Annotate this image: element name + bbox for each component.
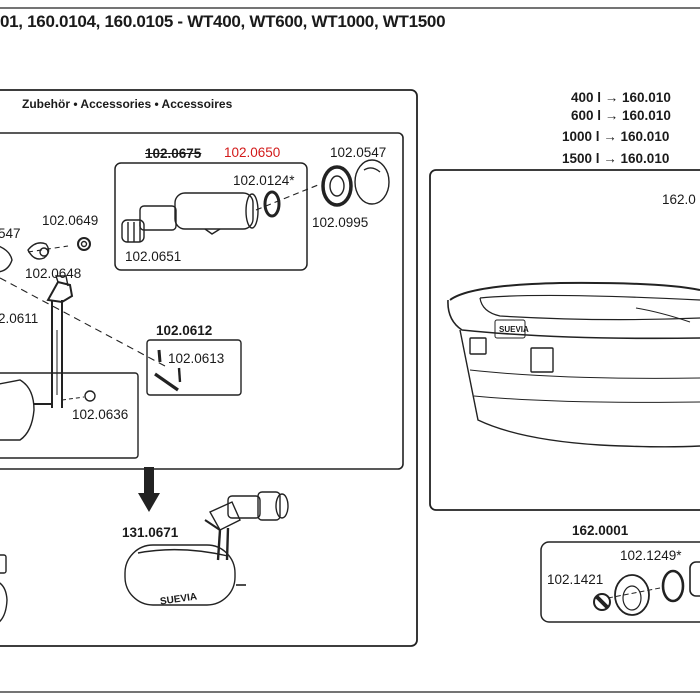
page-title: 01, 160.0104, 160.0105 - WT400, WT600, W… xyxy=(0,12,446,31)
part-102-1421-label: 102.1421 xyxy=(547,572,604,587)
part-102-0995-label: 102.0995 xyxy=(312,215,369,230)
part-102-0124-label: 102.0124* xyxy=(233,173,295,188)
tank-brand-label: SUEVIA xyxy=(499,325,529,334)
part-102-0650-label: 102.0650 xyxy=(224,145,281,160)
part-102-0648-label: 102.0648 xyxy=(25,266,82,281)
accessories-title: Zubehör • Accessories • Accessoires xyxy=(22,97,233,111)
part-162-right-label: 162.0 xyxy=(662,192,696,207)
part-0611-label: 2.0611 xyxy=(0,311,39,326)
volume-600: 600 l → 160.010 xyxy=(571,108,671,123)
part-102-0649-label: 102.0649 xyxy=(42,213,99,228)
part-102-1249-label: 102.1249* xyxy=(620,548,682,563)
part-102-0613-label: 102.0613 xyxy=(168,351,225,366)
part-102-0547-top-label: 102.0547 xyxy=(330,145,387,160)
part-102-0675-label: 102.0675 xyxy=(145,146,202,161)
volume-400: 400 l → 160.010 xyxy=(571,90,671,105)
part-102-0651-label: 102.0651 xyxy=(125,249,182,264)
part-162-0001-label: 162.0001 xyxy=(572,523,629,538)
volume-1500: 1500 l → 160.010 xyxy=(562,151,670,166)
part-131-0671-label: 131.0671 xyxy=(122,525,179,540)
part-102-0636-label: 102.0636 xyxy=(72,407,129,422)
volume-1000: 1000 l → 160.010 xyxy=(562,129,670,144)
part-102-0612-label: 102.0612 xyxy=(156,323,213,338)
part-547-label: 547 xyxy=(0,226,21,241)
